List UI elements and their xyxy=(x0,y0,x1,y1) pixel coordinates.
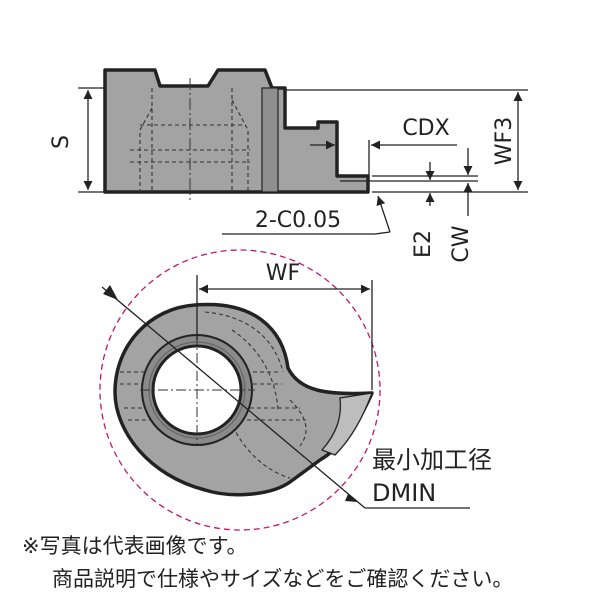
top-view xyxy=(113,302,374,497)
dmin-arrow-top xyxy=(103,285,118,300)
dmin-arrow-bottom xyxy=(345,494,357,502)
label-cdx: CDX xyxy=(402,116,449,141)
label-wf: WF xyxy=(266,261,300,286)
dimension-wf xyxy=(196,275,373,390)
chamfer-leader xyxy=(222,195,391,235)
label-dmin: DMIN xyxy=(372,479,436,507)
dimension-e2-cw xyxy=(340,148,478,216)
min-diameter-circle xyxy=(99,249,381,531)
dimension-s xyxy=(78,87,105,193)
label-s: S xyxy=(49,135,74,149)
label-min-dia: 最小加工径 xyxy=(372,446,492,474)
label-cw: CW xyxy=(449,225,474,262)
disclaimer-line-2: 商品説明で仕様やサイズなどをご確認ください。 xyxy=(52,567,514,591)
dimension-cdx xyxy=(310,122,457,176)
dmin-leader xyxy=(101,286,470,509)
dimension-wf3 xyxy=(285,89,528,193)
label-e2: E2 xyxy=(411,230,436,258)
side-view-body xyxy=(103,68,370,194)
label-chamfer: 2-C0.05 xyxy=(255,208,341,233)
label-wf3: WF3 xyxy=(492,117,517,165)
side-view-face xyxy=(261,87,279,193)
top-view-center-lines xyxy=(140,335,255,445)
side-view-hidden-lines xyxy=(130,88,250,192)
cutting-edge-face xyxy=(320,392,373,456)
disclaimer-line-1: ※写真は代表画像です。 xyxy=(22,534,248,558)
